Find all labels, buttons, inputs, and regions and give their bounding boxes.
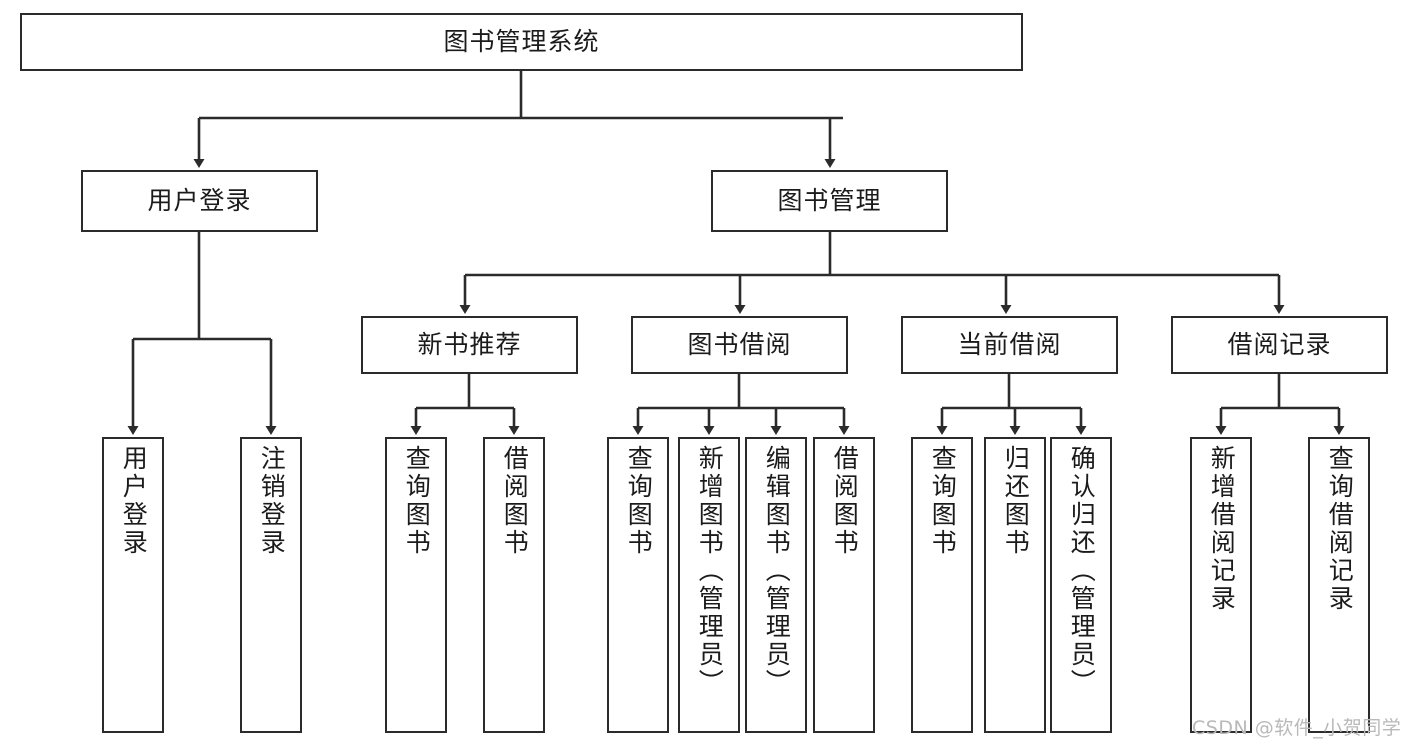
csdn-watermark: CSDN @软件_小贺同学 bbox=[1192, 717, 1402, 739]
node-leaf-edit-book[interactable]: 编辑图书（管理员） bbox=[745, 437, 807, 733]
node-leaf-query-book-1[interactable]: 查询图书 bbox=[385, 437, 447, 733]
node-leaf-user-logout-label: 注销登录 bbox=[257, 445, 287, 557]
node-leaf-add-borrow-record-label: 新增借阅记录 bbox=[1207, 445, 1237, 613]
node-leaf-user-logout[interactable]: 注销登录 bbox=[240, 437, 302, 733]
node-root[interactable]: 图书管理系统 bbox=[20, 13, 1023, 71]
node-leaf-query-book-2[interactable]: 查询图书 bbox=[607, 437, 669, 733]
node-leaf-borrow-book-1-label: 借阅图书 bbox=[500, 445, 530, 557]
node-book-borrow[interactable]: 图书借阅 bbox=[631, 316, 848, 374]
node-user-login[interactable]: 用户登录 bbox=[81, 170, 318, 232]
node-borrow-record-label: 借阅记录 bbox=[1227, 330, 1332, 360]
node-leaf-add-borrow-record[interactable]: 新增借阅记录 bbox=[1190, 437, 1252, 733]
node-leaf-query-borrow-record-label: 查询借阅记录 bbox=[1325, 445, 1355, 613]
node-leaf-add-book[interactable]: 新增图书（管理员） bbox=[678, 437, 740, 733]
node-book-manage-label: 图书管理 bbox=[777, 186, 882, 216]
node-leaf-query-borrow-record[interactable]: 查询借阅记录 bbox=[1308, 437, 1370, 733]
node-leaf-confirm-return-label: 确认归还（管理员） bbox=[1067, 445, 1097, 697]
node-leaf-edit-book-label: 编辑图书（管理员） bbox=[762, 445, 792, 697]
node-current-borrow-label: 当前借阅 bbox=[957, 330, 1062, 360]
node-root-label: 图书管理系统 bbox=[443, 27, 600, 57]
node-leaf-query-book-3-label: 查询图书 bbox=[928, 445, 958, 557]
node-new-book-recommend[interactable]: 新书推荐 bbox=[361, 316, 578, 374]
node-leaf-query-book-2-label: 查询图书 bbox=[624, 445, 654, 557]
node-leaf-query-book-3[interactable]: 查询图书 bbox=[911, 437, 973, 733]
node-user-login-label: 用户登录 bbox=[147, 186, 252, 216]
node-new-book-recommend-label: 新书推荐 bbox=[417, 330, 522, 360]
node-book-manage[interactable]: 图书管理 bbox=[711, 170, 948, 232]
node-leaf-borrow-book-1[interactable]: 借阅图书 bbox=[483, 437, 545, 733]
node-leaf-add-book-label: 新增图书（管理员） bbox=[695, 445, 725, 697]
node-current-borrow[interactable]: 当前借阅 bbox=[901, 316, 1118, 374]
node-book-borrow-label: 图书借阅 bbox=[687, 330, 792, 360]
node-leaf-borrow-book-2[interactable]: 借阅图书 bbox=[813, 437, 875, 733]
node-leaf-borrow-book-2-label: 借阅图书 bbox=[830, 445, 860, 557]
node-leaf-return-book-label: 归还图书 bbox=[1001, 445, 1031, 557]
node-leaf-return-book[interactable]: 归还图书 bbox=[984, 437, 1046, 733]
node-leaf-user-login-label: 用户登录 bbox=[119, 445, 149, 557]
node-leaf-confirm-return[interactable]: 确认归还（管理员） bbox=[1050, 437, 1112, 733]
node-leaf-user-login[interactable]: 用户登录 bbox=[102, 437, 164, 733]
node-leaf-query-book-1-label: 查询图书 bbox=[402, 445, 432, 557]
node-borrow-record[interactable]: 借阅记录 bbox=[1171, 316, 1388, 374]
